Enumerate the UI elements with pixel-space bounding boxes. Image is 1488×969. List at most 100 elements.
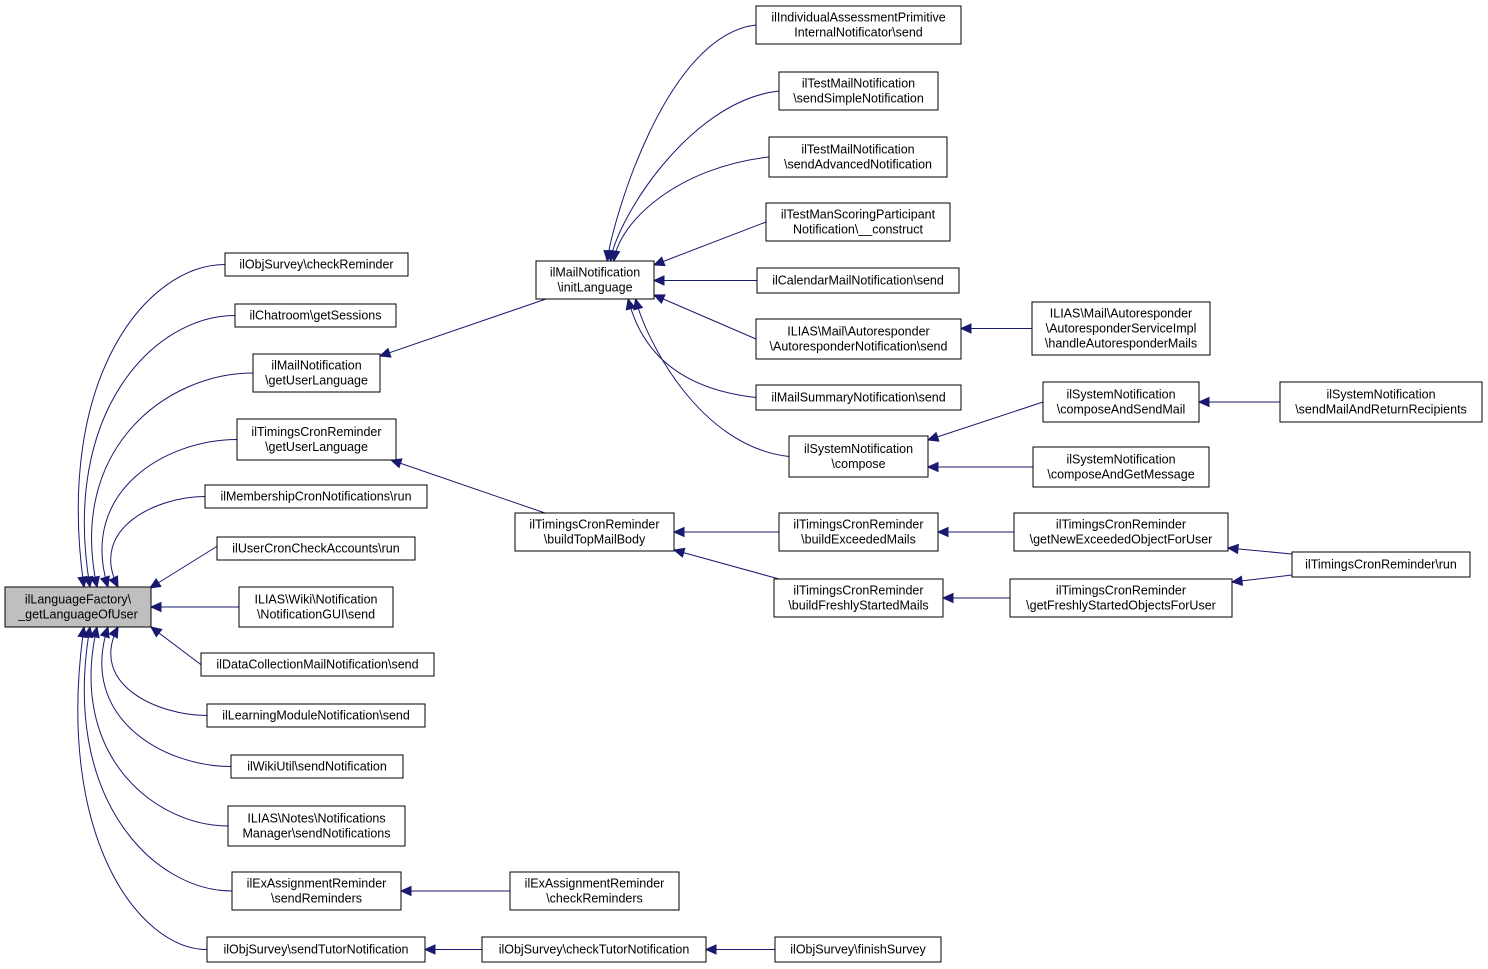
node-label-timings_exceeded-line-0: ilTimingsCronReminder [793,518,923,532]
node-sysnotif_sendmail[interactable]: ilSystemNotification\sendMailAndReturnRe… [1279,381,1483,423]
node-testmail_advanced[interactable]: ilTestMailNotification\sendAdvancedNotif… [768,136,948,178]
node-box-testman_construct[interactable] [765,202,951,242]
node-label-timings_getuserlang-line-0: ilTimingsCronReminder [251,425,381,439]
node-objsurvey_finish[interactable]: ilObjSurvey\finishSurvey [774,936,942,963]
node-box-sysnotif_composeget[interactable] [1032,446,1210,488]
node-sysnotif_composesend[interactable]: ilSystemNotification\composeAndSendMail [1042,381,1200,423]
node-box-timings_exceeded[interactable] [778,512,939,552]
node-chatroom_getsessions[interactable]: ilChatroom\getSessions [234,303,397,328]
edge-chatroom_getsessions-to-root [83,315,236,588]
node-label-sysnotif_sendmail-line-0: ilSystemNotification [1326,388,1435,402]
node-indivassess_send[interactable]: ilIndividualAssessmentPrimitiveInternalN… [755,5,962,45]
node-timings_getnewexceeded[interactable]: ilTimingsCronReminder\getNewExceededObje… [1013,512,1229,552]
node-box-exassign_sendreminders[interactable] [231,871,402,911]
node-box-root[interactable] [4,586,152,628]
node-box-objsurvey_checktutor[interactable] [481,936,707,963]
node-objsurvey_sendtutor[interactable]: ilObjSurvey\sendTutorNotification [206,936,426,963]
node-label-objsurvey_finish-line-0: ilObjSurvey\finishSurvey [790,943,926,957]
node-autoresp_notif_send[interactable]: ILIAS\Mail\Autoresponder\AutoresponderNo… [755,318,962,360]
node-mailnotif_initlang[interactable]: ilMailNotification\initLanguage [535,260,655,300]
edge-timings_run-to-timings_getnewexceeded [1227,547,1293,555]
node-root[interactable]: ilLanguageFactory\_getLanguageOfUser [4,586,152,628]
node-learningmodule_send[interactable]: ilLearningModuleNotification\send [206,703,426,728]
node-box-sysnotif_sendmail[interactable] [1279,381,1483,423]
node-box-sysnotif_composesend[interactable] [1042,381,1200,423]
node-mailnotif_getuserlang[interactable]: ilMailNotification\getUserLanguage [252,353,381,393]
node-label-wiki_notifgui_send-line-0: ILIAS\Wiki\Notification [255,593,378,607]
node-wiki_notifgui_send[interactable]: ILIAS\Wiki\Notification\NotificationGUI\… [238,586,394,628]
node-box-datacollection_send[interactable] [200,652,435,677]
node-box-usercron_run[interactable] [216,536,416,561]
node-exassign_checkreminders[interactable]: ilExAssignmentReminder\checkReminders [509,871,680,911]
node-box-timings_run[interactable] [1291,551,1471,578]
node-box-objsurvey_checkreminder[interactable] [224,252,409,277]
node-box-mailnotif_getuserlang[interactable] [252,353,381,393]
node-label-timings_getnewexceeded-line-1: \getNewExceededObjectForUser [1030,533,1213,547]
node-exassign_sendreminders[interactable]: ilExAssignmentReminder\sendReminders [231,871,402,911]
node-mailsummary_send[interactable]: ilMailSummaryNotification\send [755,384,962,411]
edge-indivassess_send-to-mailnotif_initlang [606,24,757,262]
node-box-mailsummary_send[interactable] [755,384,962,411]
node-box-timings_getfreshly[interactable] [1009,578,1233,618]
node-timings_freshly[interactable]: ilTimingsCronReminder\buildFreshlyStarte… [773,578,944,618]
edge-testmail_simple-to-mailnotif_initlang [610,90,780,262]
node-calendar_send[interactable]: ilCalendarMailNotification\send [756,267,960,294]
node-box-calendar_send[interactable] [756,267,960,294]
node-box-wiki_notifgui_send[interactable] [238,586,394,628]
node-timings_run[interactable]: ilTimingsCronReminder\run [1291,551,1471,578]
node-sysnotif_compose[interactable]: ilSystemNotification\compose [788,435,929,478]
node-label-sysnotif_composesend-line-0: ilSystemNotification [1066,388,1175,402]
node-label-exassign_checkreminders-line-0: ilExAssignmentReminder [525,877,665,891]
node-usercron_run[interactable]: ilUserCronCheckAccounts\run [216,536,416,561]
node-box-timings_getuserlang[interactable] [236,418,397,461]
node-box-exassign_checkreminders[interactable] [509,871,680,911]
node-testmail_simple[interactable]: ilTestMailNotification\sendSimpleNotific… [778,71,939,111]
node-timings_exceeded[interactable]: ilTimingsCronReminder\buildExceededMails [778,512,939,552]
node-label-mailnotif_getuserlang-line-1: \getUserLanguage [265,374,368,388]
node-label-chatroom_getsessions-line-0: ilChatroom\getSessions [249,309,381,323]
arrowhead-testmail_advanced-to-mailnotif_initlang [609,249,621,263]
node-box-autoresp_notif_send[interactable] [755,318,962,360]
node-sysnotif_composeget[interactable]: ilSystemNotification\composeAndGetMessag… [1032,446,1210,488]
node-timings_buildtop[interactable]: ilTimingsCronReminder\buildTopMailBody [514,512,675,552]
arrowhead-membership_run-to-root [108,575,119,589]
node-box-learningmodule_send[interactable] [206,703,426,728]
node-box-autoresp_handle[interactable] [1031,301,1211,356]
node-label-mailnotif_initlang-line-1: \initLanguage [557,281,632,295]
node-box-chatroom_getsessions[interactable] [234,303,397,328]
node-timings_getuserlang[interactable]: ilTimingsCronReminder\getUserLanguage [236,418,397,461]
node-membership_run[interactable]: ilMembershipCronNotifications\run [204,484,428,509]
node-box-mailnotif_initlang[interactable] [535,260,655,300]
node-box-timings_buildtop[interactable] [514,512,675,552]
node-label-mailsummary_send-line-0: ilMailSummaryNotification\send [771,391,945,405]
node-box-testmail_simple[interactable] [778,71,939,111]
node-autoresp_handle[interactable]: ILIAS\Mail\Autoresponder\AutoresponderSe… [1031,301,1211,356]
node-label-objsurvey_checkreminder-line-0: ilObjSurvey\checkReminder [239,258,393,272]
node-box-sysnotif_compose[interactable] [788,435,929,478]
node-objsurvey_checktutor[interactable]: ilObjSurvey\checkTutorNotification [481,936,707,963]
node-datacollection_send[interactable]: ilDataCollectionMailNotification\send [200,652,435,677]
node-box-testmail_advanced[interactable] [768,136,948,178]
node-box-objsurvey_sendtutor[interactable] [206,936,426,963]
node-timings_getfreshly[interactable]: ilTimingsCronReminder\getFreshlyStartedO… [1009,578,1233,618]
node-testman_construct[interactable]: ilTestManScoringParticipantNotification\… [765,202,951,242]
node-notes_sendnotif[interactable]: ILIAS\Notes\NotificationsManager\sendNot… [227,805,406,847]
node-box-membership_run[interactable] [204,484,428,509]
node-label-autoresp_handle-line-0: ILIAS\Mail\Autoresponder [1050,307,1192,321]
node-label-sysnotif_composesend-line-1: \composeAndSendMail [1057,403,1186,417]
node-wikiutil_send[interactable]: ilWikiUtil\sendNotification [230,754,404,779]
nodes-layer: ilLanguageFactory\_getLanguageOfUser ilOb… [4,5,1483,963]
node-label-sysnotif_composeget-line-0: ilSystemNotification [1066,453,1175,467]
node-box-objsurvey_finish[interactable] [774,936,942,963]
node-box-wikiutil_send[interactable] [230,754,404,779]
node-box-indivassess_send[interactable] [755,5,962,45]
node-box-timings_getnewexceeded[interactable] [1013,512,1229,552]
node-objsurvey_checkreminder[interactable]: ilObjSurvey\checkReminder [224,252,409,277]
node-label-notes_sendnotif-line-1: Manager\sendNotifications [243,827,391,841]
node-box-timings_freshly[interactable] [773,578,944,618]
node-box-notes_sendnotif[interactable] [227,805,406,847]
arrowhead-timings_getuserlang-to-root [99,575,110,589]
node-label-autoresp_notif_send-line-0: ILIAS\Mail\Autoresponder [787,325,929,339]
node-label-autoresp_handle-line-2: \handleAutoresponderMails [1045,337,1197,351]
